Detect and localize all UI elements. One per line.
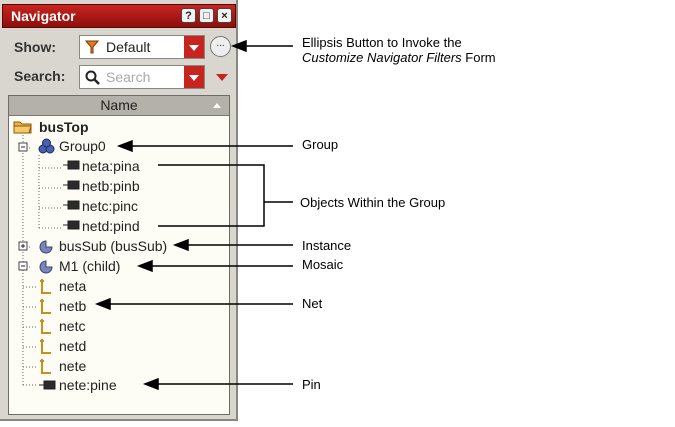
net-icon — [40, 279, 51, 294]
pin-icon — [39, 380, 56, 390]
annotation-ellipsis-italic: Customize Navigator Filters — [302, 50, 462, 65]
tree-group-item[interactable]: neta:pina — [82, 158, 140, 174]
annotation-ellipsis-line1: Ellipsis Button to Invoke the — [302, 35, 462, 50]
mosaic-icon — [39, 260, 53, 274]
search-options-arrow[interactable] — [216, 74, 228, 81]
folder-icon — [13, 121, 32, 134]
pin-icon — [63, 200, 80, 210]
search-icon — [85, 70, 100, 85]
tree-net[interactable]: netd — [59, 338, 87, 354]
net-icon — [40, 339, 51, 354]
tree-net[interactable]: netb — [59, 298, 87, 314]
annotation-net: Net — [302, 296, 323, 311]
annotation-group: Group — [302, 137, 339, 152]
tree-group-item[interactable]: netd:pind — [82, 218, 140, 234]
filter-icon — [85, 40, 99, 54]
tree-group-group0[interactable]: Group0 — [59, 138, 106, 154]
annotation-mosaic: Mosaic — [302, 257, 344, 272]
annotation-ellipsis: Ellipsis Button to Invoke the Customize … — [302, 35, 496, 65]
sort-ascending-icon — [213, 103, 221, 108]
tree-instance-bussub[interactable]: busSub (busSub) — [59, 238, 168, 254]
tree-net[interactable]: neta — [59, 278, 87, 294]
search-input[interactable]: Search — [79, 65, 205, 89]
search-dropdown-arrow[interactable] — [184, 66, 204, 88]
net-icon — [40, 299, 51, 314]
tree-group-item[interactable]: netc:pinc — [82, 198, 139, 214]
show-filter-select[interactable]: Default — [79, 35, 205, 59]
tree-mosaic-m1[interactable]: M1 (child) — [59, 258, 121, 274]
navigator-tree[interactable]: Name — [8, 95, 230, 415]
restore-button[interactable]: □ — [199, 8, 214, 23]
show-filter-value: Default — [106, 39, 151, 55]
name-column-header[interactable]: Name — [9, 96, 229, 116]
search-placeholder: Search — [106, 69, 151, 85]
pin-icon — [63, 180, 80, 190]
tree-net[interactable]: netc — [59, 318, 86, 334]
annotation-instance: Instance — [302, 238, 352, 253]
pin-icon — [63, 160, 80, 170]
net-icon — [40, 359, 51, 374]
annotation-ellipsis-tail: Form — [461, 50, 496, 65]
ellipsis-button[interactable]: ... — [210, 36, 231, 57]
tree-group-item[interactable]: netb:pinb — [82, 178, 140, 194]
pin-icon — [63, 220, 80, 230]
close-button[interactable]: × — [217, 8, 232, 23]
show-label: Show: — [14, 39, 56, 55]
title-bar[interactable]: Navigator ? □ × — [2, 4, 236, 28]
show-dropdown-arrow[interactable] — [184, 36, 204, 58]
search-label: Search: — [14, 68, 66, 84]
instance-icon — [39, 240, 53, 254]
navigator-panel: Navigator ? □ × Show: Default ... Search… — [0, 0, 238, 421]
annotation-objects: Objects Within the Group — [300, 195, 446, 210]
group-icon — [38, 138, 55, 154]
tree-lines — [18, 135, 63, 386]
tree-root-bustop[interactable]: busTop — [39, 119, 89, 135]
tree-pin-nete[interactable]: nete:pine — [59, 377, 117, 393]
help-button[interactable]: ? — [181, 8, 196, 23]
annotation-pin: Pin — [302, 377, 321, 392]
tree-net[interactable]: nete — [59, 358, 87, 374]
net-icon — [40, 319, 51, 334]
column-header-label: Name — [100, 97, 138, 113]
window-title: Navigator — [11, 8, 76, 24]
